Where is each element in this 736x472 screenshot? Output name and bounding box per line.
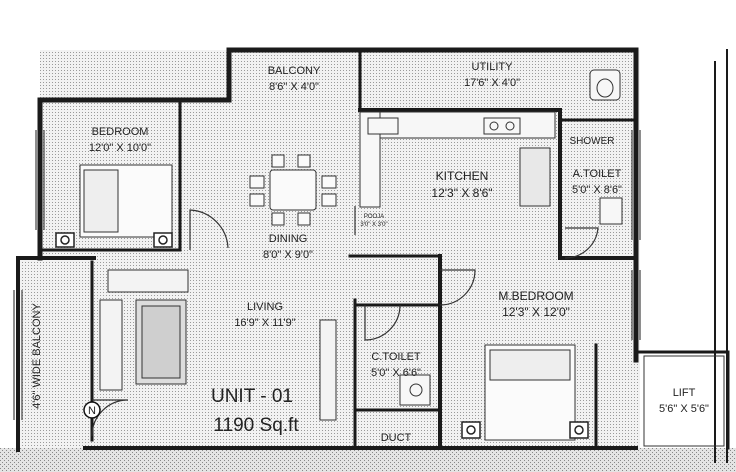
balcony-name: BALCONY (268, 65, 321, 77)
living-size: 16'9" X 11'9" (234, 317, 295, 329)
master-bed (484, 344, 576, 441)
utility-size: 17'6" X 4'0" (464, 77, 520, 89)
dining-size: 8'0" X 9'0" (263, 249, 313, 261)
master-side-tables (461, 421, 589, 439)
c-toilet-name: C.TOILET (371, 351, 421, 363)
north-label: N (88, 405, 96, 417)
a-toilet-size: 5'0" X 8'6" (572, 184, 622, 196)
room-labels: BALCONY 8'6" X 4'0" UTILITY 17'6" X 4'0"… (31, 61, 709, 444)
bedroom-bed (79, 164, 173, 238)
kitchen-counter (359, 111, 556, 208)
living-sofas (99, 269, 337, 421)
bedroom-side-tables (55, 232, 173, 248)
dining-table (249, 154, 337, 226)
lift-size: 5'6" X 5'6" (659, 403, 709, 415)
unit-info: UNIT - 01 1190 Sq.ft (211, 386, 299, 436)
bedroom-size: 12'0" X 10'0" (89, 142, 151, 154)
living-name: LIVING (247, 301, 283, 313)
m-bedroom-size: 12'3" X 12'0" (502, 305, 570, 319)
a-toilet-name: A.TOILET (573, 168, 622, 180)
windows (13, 130, 641, 420)
north-marker: N (83, 401, 101, 419)
kitchen-size: 12'3" X 8'6" (431, 186, 492, 200)
toilet-fixtures (399, 69, 623, 406)
wide-balcony-label: 4'6" WIDE BALCONY (31, 303, 43, 409)
bedroom-name: BEDROOM (92, 126, 149, 138)
dining-name: DINING (269, 233, 308, 245)
unit-area: 1190 Sq.ft (213, 415, 299, 436)
lift-shaft (643, 355, 725, 447)
unit-name: UNIT - 01 (211, 386, 293, 407)
balcony-size: 8'6" X 4'0" (269, 81, 319, 93)
shower-name: SHOWER (570, 136, 615, 147)
utility-name: UTILITY (472, 61, 514, 73)
m-bedroom-name: M.BEDROOM (498, 289, 573, 303)
pooja-name: POOJA (364, 214, 384, 220)
lift-name: LIFT (673, 387, 696, 399)
walls (16, 47, 730, 463)
c-toilet-size: 5'0" X 6'6" (371, 367, 421, 379)
kitchen-name: KITCHEN (436, 169, 489, 183)
pooja-size: 3'0" X 3'0" (360, 222, 387, 228)
duct-name: DUCT (381, 432, 412, 444)
doors (91, 206, 599, 437)
